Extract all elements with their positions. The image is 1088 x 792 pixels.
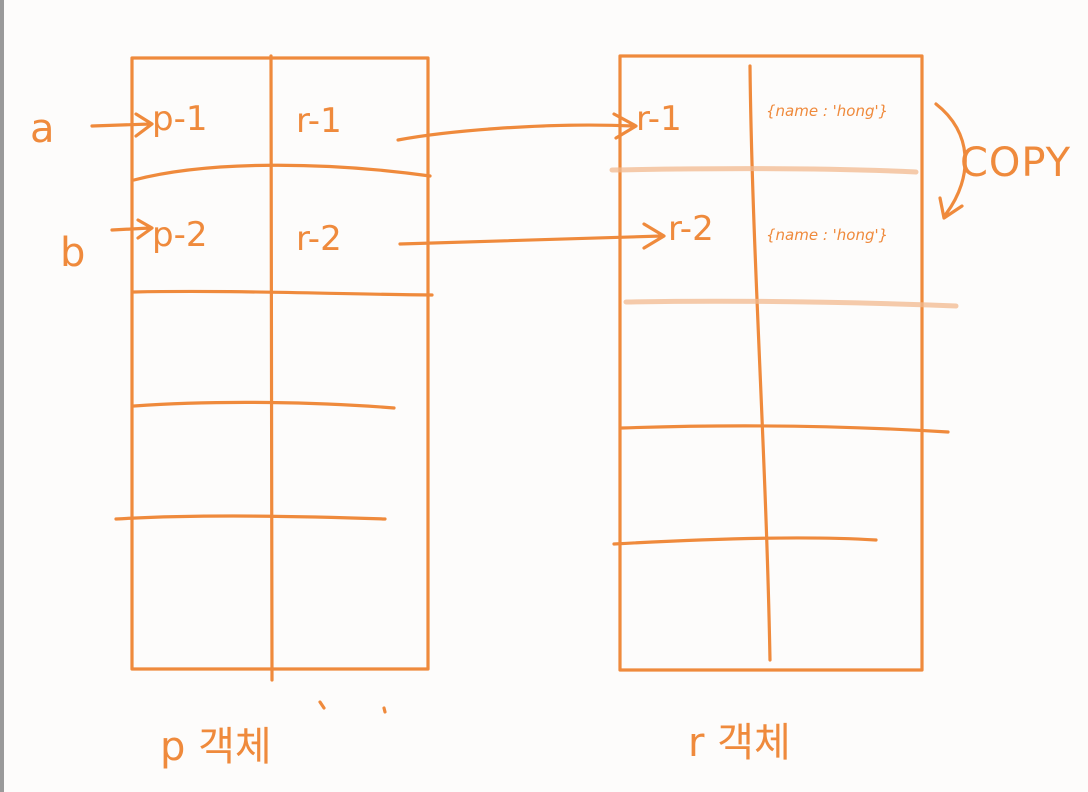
reference-arrow-r1	[396, 112, 638, 142]
pointer-a-label: a	[30, 106, 55, 152]
right-table-border	[618, 54, 924, 672]
left-row-line-3	[132, 400, 396, 410]
left-cell-p2: p-2	[152, 215, 207, 255]
right-cell-value-2: {name : 'hong'}	[766, 226, 888, 244]
left-cell-p1: p-1	[152, 99, 207, 139]
right-cell-value-1: {name : 'hong'}	[766, 102, 888, 120]
right-row-line-4	[612, 536, 878, 546]
left-row-line-2	[132, 289, 434, 297]
pointer-a-arrow	[90, 112, 154, 138]
left-table: p-1 r-1 p-2 r-2	[114, 54, 434, 682]
left-row-line-1	[132, 163, 432, 182]
right-cell-r1: r-1	[636, 99, 682, 139]
pointer-b-label: b	[60, 230, 85, 276]
right-row-line-2	[623, 298, 959, 309]
stray-marks	[318, 700, 387, 714]
reference-arrow-r2	[398, 222, 666, 250]
right-table: r-1 {name : 'hong'} r-2 {name : 'hong'}	[609, 54, 959, 672]
left-table-caption: p 객체	[160, 724, 272, 770]
right-table-caption: r 객체	[688, 720, 791, 766]
right-row-line-3	[620, 424, 950, 434]
left-edge-strip	[0, 0, 4, 792]
pointer-b-arrow	[110, 218, 154, 240]
left-cell-r1: r-1	[296, 101, 342, 141]
left-table-border	[130, 56, 430, 671]
right-row-line-1	[609, 166, 919, 175]
left-row-line-4	[114, 514, 387, 521]
copy-annotation: COPY	[960, 140, 1071, 186]
right-table-divider	[748, 64, 772, 662]
left-table-divider	[269, 54, 274, 682]
left-cell-r2: r-2	[296, 219, 342, 259]
copy-arrow	[934, 102, 967, 220]
right-cell-r2: r-2	[668, 209, 714, 249]
